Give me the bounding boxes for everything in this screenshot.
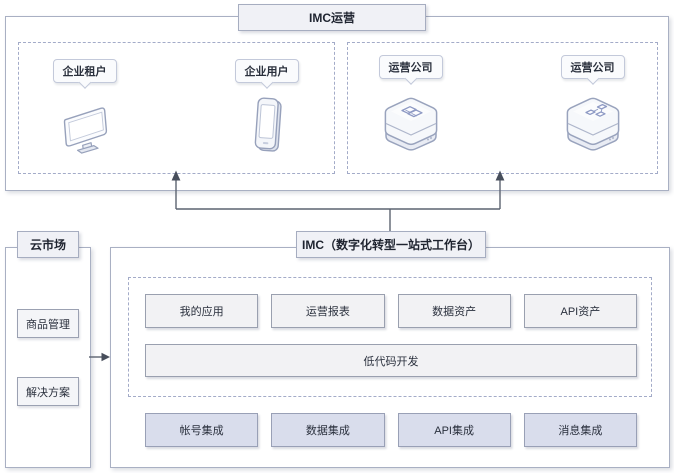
enterprise-group: 企业租户 企业用户 bbox=[18, 59, 333, 158]
enterprise-tenant-label: 企业租户 bbox=[52, 59, 117, 83]
button-data-integration: 数据集成 bbox=[271, 413, 385, 447]
workspace-dashed-container bbox=[128, 277, 652, 397]
button-message-integration: 消息集成 bbox=[523, 413, 637, 447]
service-box-list-icon bbox=[378, 90, 444, 154]
arrowhead-market-right bbox=[101, 352, 110, 362]
button-api-integration: API集成 bbox=[397, 413, 511, 447]
market-item-solution: 解决方案 bbox=[17, 377, 79, 406]
workspace-button-row: 我的应用 运营报表 数据资产 API资产 bbox=[145, 294, 637, 328]
cloud-market-container bbox=[5, 247, 91, 468]
monitor-icon bbox=[57, 94, 113, 158]
service-box-nodes-icon bbox=[560, 90, 626, 154]
cloud-market-title: 云市场 bbox=[17, 231, 79, 258]
button-account-integration: 帐号集成 bbox=[145, 413, 259, 447]
button-operation-reports: 运营报表 bbox=[271, 294, 385, 328]
button-api-assets: API资产 bbox=[523, 294, 637, 328]
operating-company-1-label: 运营公司 bbox=[378, 55, 443, 79]
enterprise-user-label: 企业用户 bbox=[234, 59, 299, 83]
button-data-assets: 数据资产 bbox=[397, 294, 511, 328]
node-enterprise-tenant: 企业租户 bbox=[23, 59, 147, 158]
node-enterprise-user: 企业用户 bbox=[205, 59, 329, 158]
imc-workbench-title: IMC（数字化转型一站式工作台） bbox=[296, 231, 486, 258]
operator-group: 运营公司 运营公司 bbox=[347, 55, 656, 154]
button-lowcode-dev: 低代码开发 bbox=[145, 344, 637, 377]
phone-icon bbox=[244, 94, 290, 158]
imc-operation-container bbox=[5, 16, 669, 191]
button-my-apps: 我的应用 bbox=[145, 294, 259, 328]
market-item-goods: 商品管理 bbox=[17, 309, 79, 338]
node-operating-company-2: 运营公司 bbox=[531, 55, 655, 154]
integration-button-row: 帐号集成 数据集成 API集成 消息集成 bbox=[145, 413, 637, 447]
top-section-title: IMC运营 bbox=[238, 4, 426, 31]
operating-company-2-label: 运营公司 bbox=[560, 55, 625, 79]
node-operating-company-1: 运营公司 bbox=[349, 55, 473, 154]
